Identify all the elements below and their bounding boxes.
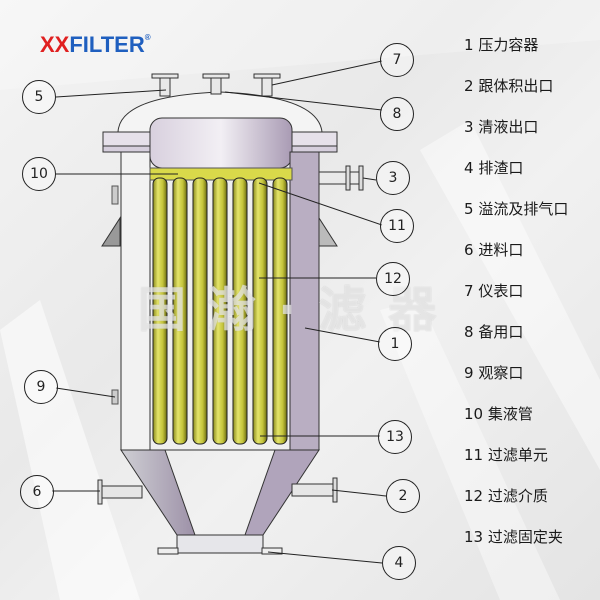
callout-1: 1 xyxy=(378,327,412,361)
vessel-cone xyxy=(120,449,320,555)
callout-13: 13 xyxy=(378,420,412,454)
legend-item: 7 仪表口 xyxy=(464,282,524,300)
callout-11: 11 xyxy=(380,209,414,243)
legend-item: 9 观察口 xyxy=(464,364,524,382)
callout-3: 3 xyxy=(376,161,410,195)
legend-item: 12 过滤介质 xyxy=(464,487,548,505)
legend-item: 4 排渣口 xyxy=(464,159,524,177)
watermark-text: 国瀚·滤器 xyxy=(138,282,459,338)
clear-liquid-outlet xyxy=(318,165,364,191)
legend-item: 3 清液出口 xyxy=(464,118,539,136)
registered-mark: ® xyxy=(144,33,151,42)
legend-item: 5 溢流及排气口 xyxy=(464,200,569,218)
filter-elements xyxy=(149,167,293,445)
callout-9: 9 xyxy=(24,370,58,404)
legend-item: 13 过滤固定夹 xyxy=(464,528,563,546)
callout-6: 6 xyxy=(20,475,54,509)
brand-logo: XXFILTER® xyxy=(40,34,151,56)
logo-prefix: XX xyxy=(40,32,70,57)
callout-7: 7 xyxy=(380,43,414,77)
callout-12: 12 xyxy=(376,262,410,296)
callout-4: 4 xyxy=(382,546,416,580)
legend-item: 1 压力容器 xyxy=(464,36,539,54)
callout-10: 10 xyxy=(22,157,56,191)
logo-suffix: FILTER xyxy=(69,32,145,57)
callout-5: 5 xyxy=(22,80,56,114)
leader-lines xyxy=(52,60,387,564)
callout-8: 8 xyxy=(380,97,414,131)
legend-item: 11 过滤单元 xyxy=(464,446,548,464)
legend-item: 8 备用口 xyxy=(464,323,524,341)
callout-2: 2 xyxy=(386,479,420,513)
legend-item: 10 集液管 xyxy=(464,405,533,423)
legend-item: 6 进料口 xyxy=(464,241,524,259)
parts-legend: 1 压力容器 2 跟体积出口 3 清液出口 4 排渣口 5 溢流及排气口 6 进… xyxy=(464,34,568,567)
legend-item: 2 跟体积出口 xyxy=(464,77,554,95)
